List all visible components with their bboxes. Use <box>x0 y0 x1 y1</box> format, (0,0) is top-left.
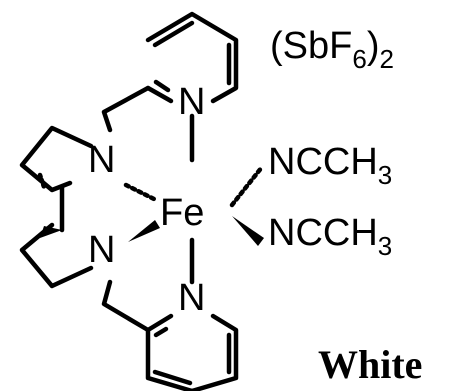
caption-text: White <box>318 342 422 387</box>
ligand-ncch3-bottom-subscript: 3 <box>378 231 392 261</box>
pyridine-top-double-1 <box>152 20 195 48</box>
atom-n-pyridine-top: N <box>178 81 205 123</box>
ligand-ncch3-top-text: NCCH <box>268 141 378 183</box>
hash-bond-stereo <box>37 172 47 190</box>
ligand-ncch3-top: NCCH3 <box>268 141 392 190</box>
fe-ncch3-wedge <box>232 216 264 246</box>
pyridine-bottom-double-2 <box>152 369 193 386</box>
pyridine-bottom-double-1 <box>153 326 169 338</box>
atom-n-amine-bottom: N <box>88 229 115 271</box>
atom-n-pyridine-bottom: N <box>178 277 205 319</box>
pyridine-ring-bottom <box>145 313 239 391</box>
ligand-ncch3-bottom-text: NCCH <box>268 212 378 254</box>
wedge-bond-stereo <box>40 226 62 238</box>
counterion-label: (SbF6)2 <box>270 25 394 74</box>
counterion-subscript-6: 6 <box>352 44 366 74</box>
fe-n-wedge-amine-bottom <box>128 220 160 242</box>
fe-ncch3-hashed <box>229 164 265 208</box>
pyrrolidine-ring-bottom <box>19 222 94 289</box>
pyridine-top-double-3 <box>153 79 171 93</box>
fe-n-hashed-amine-top <box>123 182 159 203</box>
counterion-close: ) <box>367 25 380 67</box>
atom-fe: Fe <box>160 192 204 234</box>
pyrrolidine-ring-top <box>19 125 94 193</box>
ligand-ncch3-top-subscript: 3 <box>378 160 392 190</box>
pyridine-bottom-bonds <box>145 313 239 391</box>
pyridine-ring-top <box>145 11 239 104</box>
ligand-ncch3-bottom: NCCH3 <box>268 212 392 261</box>
ch2-linker-bottom <box>101 279 151 333</box>
counterion-subscript-2: 2 <box>379 44 393 74</box>
ch2-linker-top <box>101 85 151 133</box>
counterion-open: (SbF <box>270 25 352 67</box>
atom-n-amine-top: N <box>88 139 115 181</box>
